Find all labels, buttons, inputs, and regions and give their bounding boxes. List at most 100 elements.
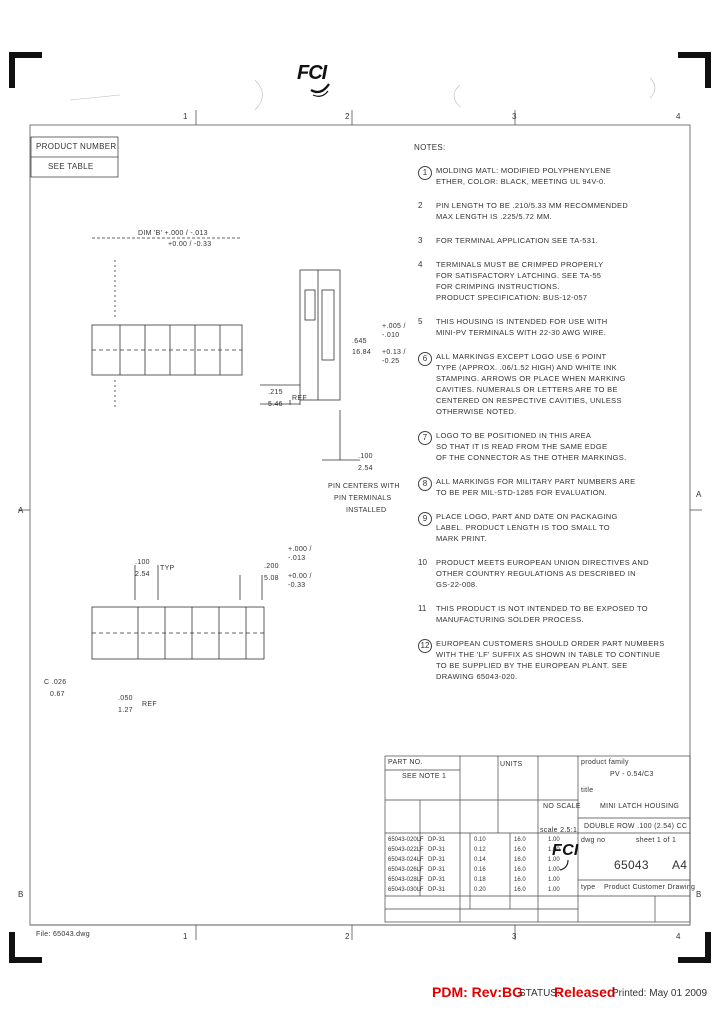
note-line: FOR TERMINAL APPLICATION SEE TA-531. bbox=[436, 236, 599, 245]
zone-number-bottom-1: 1 bbox=[183, 932, 188, 941]
title-block-grid bbox=[384, 755, 691, 923]
note-line: OTHER COUNTRY REGULATIONS AS DESCRIBED I… bbox=[436, 569, 636, 578]
tb-product-family: PV - 0.54/C3 bbox=[610, 771, 654, 778]
table-cell: 65043-022LF bbox=[388, 847, 424, 853]
zone-letter-right-a: A bbox=[696, 490, 702, 499]
dim-typ: .100 bbox=[135, 559, 150, 566]
fci-logo-text: FCI bbox=[297, 62, 327, 84]
dim-pitch: .100 bbox=[358, 453, 373, 460]
dim-side-1-tol: +.005 / -.010 bbox=[382, 323, 406, 339]
note-line: STAMPING. ARROWS OR PLACE WHEN MARKING bbox=[436, 374, 626, 383]
note-line: TERMINALS MUST BE CRIMPED PROPERLY bbox=[436, 260, 604, 269]
tb-sheet-label: sheet 1 of 1 bbox=[636, 837, 677, 844]
fci-logo-swoosh-icon bbox=[310, 83, 330, 97]
table-cell: 0.20 bbox=[474, 887, 486, 893]
note-line: LOGO TO BE POSITIONED IN THIS AREA bbox=[436, 431, 592, 440]
tb-title-1: MINI LATCH HOUSING bbox=[600, 803, 680, 810]
table-cell: 16.0 bbox=[514, 857, 526, 863]
note-line: DRAWING 65043-020. bbox=[436, 672, 518, 681]
dim-side-1-mm: 16.84 bbox=[352, 349, 372, 356]
footer-printed: Printed: May 01 2009 bbox=[612, 988, 708, 999]
note-line: MANUFACTURING SOLDER PROCESS. bbox=[436, 615, 584, 624]
zone-number-bottom-4: 4 bbox=[676, 932, 681, 941]
corner-marks bbox=[9, 52, 711, 963]
note-line: FOR CRIMPING INSTRUCTIONS. bbox=[436, 282, 560, 291]
note-line: PLACE LOGO, PART AND DATE ON PACKAGING bbox=[436, 512, 618, 521]
dim-ref-label: REF bbox=[292, 395, 307, 402]
dim-d: .050 bbox=[118, 695, 133, 702]
note-line: TYPE (APPROX. .06/1.52 HIGH) AND WHITE I… bbox=[436, 363, 617, 372]
note-line: FOR SATISFACTORY LATCHING. SEE TA-55 bbox=[436, 271, 602, 280]
note-line: MARK PRINT. bbox=[436, 534, 487, 543]
table-cell: 1.00 bbox=[548, 837, 560, 843]
dim-ref-1: .215 bbox=[268, 389, 283, 396]
zone-number-top-1: 1 bbox=[183, 112, 188, 121]
table-cell: 16.0 bbox=[514, 887, 526, 893]
table-cell: 0.16 bbox=[474, 867, 486, 873]
table-cell: 1.00 bbox=[548, 877, 560, 883]
tb-dwg-no: 65043 bbox=[614, 858, 649, 872]
note-number: 8 bbox=[418, 477, 432, 491]
note-number: 4 bbox=[418, 260, 423, 269]
product-number-box bbox=[30, 136, 119, 178]
note-line: ALL MARKINGS EXCEPT LOGO USE 6 POINT bbox=[436, 352, 607, 361]
dim-pitch-mm: 2.54 bbox=[358, 465, 373, 472]
zone-letter-left-b: B bbox=[18, 890, 24, 899]
note-number: 11 bbox=[418, 604, 427, 613]
file-label: File: 65043.dwg bbox=[36, 931, 90, 938]
border-frame bbox=[18, 110, 702, 940]
table-cell: 0.10 bbox=[474, 837, 486, 843]
dim-side-1: .645 bbox=[352, 338, 367, 345]
note-number: 2 bbox=[418, 201, 423, 210]
table-cell: 16.0 bbox=[514, 837, 526, 843]
note-line: OF THE CONNECTOR AS THE OTHER MARKINGS. bbox=[436, 453, 627, 462]
note-line: PRODUCT MEETS EUROPEAN UNION DIRECTIVES … bbox=[436, 558, 649, 567]
dim-w-tol-mm: +0.00 / -0.33 bbox=[288, 573, 312, 589]
connector-bottom-view bbox=[91, 565, 265, 660]
note-line: ETHER, COLOR: BLACK, MEETING UL 94V-0. bbox=[436, 177, 606, 186]
zone-letter-right-b: B bbox=[696, 890, 702, 899]
table-cell: 65043-030LF bbox=[388, 887, 424, 893]
table-cell: 65043-024LF bbox=[388, 857, 424, 863]
footer-status-label: STATUS: bbox=[519, 988, 560, 999]
note-number: 10 bbox=[418, 558, 427, 567]
dim-typ-label: TYP bbox=[160, 565, 175, 572]
dim-d-label: REF bbox=[142, 701, 157, 708]
dim-w: .200 bbox=[264, 563, 279, 570]
note-line: PRODUCT SPECIFICATION: BUS-12-057 bbox=[436, 293, 588, 302]
table-cell: 16.0 bbox=[514, 867, 526, 873]
footer-status-value: Released bbox=[554, 984, 616, 1000]
zone-number-top-3: 3 bbox=[512, 112, 517, 121]
table-cell: 0.12 bbox=[474, 847, 486, 853]
tb-size: A4 bbox=[672, 858, 688, 872]
table-cell: 1.00 bbox=[548, 887, 560, 893]
zone-number-bottom-2: 2 bbox=[345, 932, 350, 941]
product-number-value: SEE TABLE bbox=[48, 162, 94, 171]
note-line: TO BE PER MIL-STD-1285 FOR EVALUATION. bbox=[436, 488, 608, 497]
dim-side-1-tol-mm: +0.13 / -0.25 bbox=[382, 349, 406, 365]
dim-top-mm: +0.00 / -0.33 bbox=[168, 241, 212, 248]
tb-title-label: title bbox=[581, 787, 594, 794]
note-line: MOLDING MATL: MODIFIED POLYPHENYLENE bbox=[436, 166, 612, 175]
product-number-title: PRODUCT NUMBER bbox=[36, 142, 117, 151]
table-cell: DP-31 bbox=[428, 877, 446, 883]
dim-d-mm: 1.27 bbox=[118, 707, 133, 714]
table-cell: 0.14 bbox=[474, 857, 486, 863]
note-number: 9 bbox=[418, 512, 432, 526]
table-cell: 1.00 bbox=[548, 857, 560, 863]
title-block-logo-mark bbox=[559, 859, 569, 871]
table-cell: DP-31 bbox=[428, 887, 446, 893]
note-number: 3 bbox=[418, 236, 423, 245]
table-cell: 65043-028LF bbox=[388, 877, 424, 883]
tb-units: UNITS bbox=[500, 761, 523, 768]
note-number: 6 bbox=[418, 352, 432, 366]
table-cell: DP-31 bbox=[428, 837, 446, 843]
table-cell: DP-31 bbox=[428, 867, 446, 873]
dim-w-mm: 5.08 bbox=[264, 575, 279, 582]
dim-ref-1-mm: 5.46 bbox=[268, 401, 283, 408]
tb-product-family-label: product family bbox=[581, 759, 629, 766]
zone-number-bottom-3: 3 bbox=[512, 932, 517, 941]
note-line: THIS PRODUCT IS NOT INTENDED TO BE EXPOS… bbox=[436, 604, 648, 613]
notes-heading: NOTES: bbox=[414, 143, 446, 152]
